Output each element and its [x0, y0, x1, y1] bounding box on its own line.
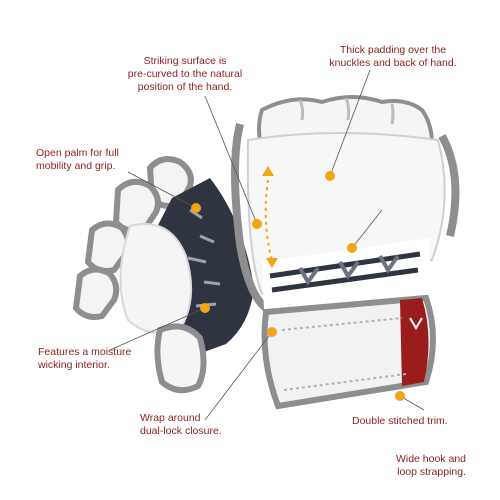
callout-hook-loop: Wide hook and loop strapping.: [360, 453, 466, 479]
callout-dot-icon: [252, 219, 262, 229]
glove-palm-icon: [72, 156, 254, 394]
callout-line: Wrap around: [140, 412, 201, 424]
callout-open-palm: Open palm for full mobility and grip.: [36, 147, 166, 173]
callout-dot-icon: [191, 203, 201, 213]
callout-line: knuckles and back of hand.: [329, 57, 457, 69]
callout-thick-padding: Thick padding over the knuckles and back…: [318, 44, 468, 70]
callout-line: loop strapping.: [397, 466, 466, 478]
callout-double-stitched: Double stitched trim.: [352, 415, 492, 428]
callout-dots: [191, 171, 405, 401]
callout-line: pre-curved to the natural: [127, 68, 243, 80]
callout-line: position of the hand.: [137, 81, 233, 93]
callout-line: Striking surface is: [143, 55, 227, 67]
callout-line: wicking interior.: [38, 359, 110, 371]
callout-line: Thick padding over the: [339, 44, 447, 56]
callout-line: dual-lock closure.: [140, 425, 222, 437]
callout-line: Wide hook and: [395, 453, 466, 465]
callout-dot-icon: [347, 243, 357, 253]
callout-wrap-around: Wrap around dual-lock closure.: [140, 412, 260, 438]
callout-dot-icon: [395, 391, 405, 401]
callout-line: Open palm for full: [36, 147, 119, 159]
glove-back-icon: [231, 95, 460, 410]
callout-dot-icon: [267, 327, 277, 337]
callout-dot-icon: [200, 303, 210, 313]
leader-lines: [109, 69, 425, 421]
callout-line: Double stitched trim.: [352, 415, 448, 427]
callout-moisture-wicking: Features a moisture wicking interior.: [38, 346, 168, 372]
callout-line: mobility and grip.: [36, 160, 116, 172]
callout-striking-surface: Striking surface is pre-curved to the na…: [110, 55, 260, 94]
callout-line: Features a moisture: [38, 346, 132, 358]
callout-dot-icon: [325, 171, 335, 181]
